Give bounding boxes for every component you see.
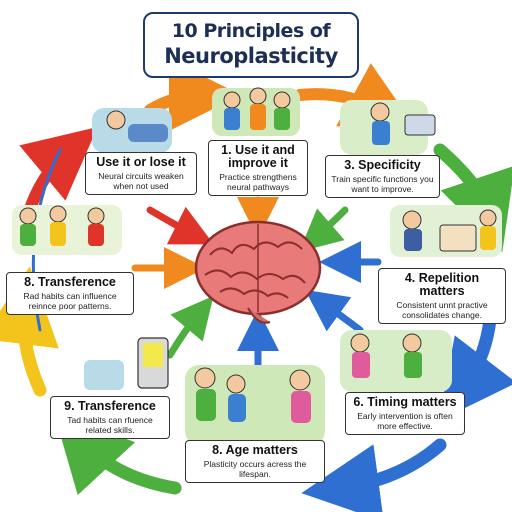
- principle-description: Practice strengthens neural pathways: [219, 172, 297, 192]
- arrow-in-5: [304, 289, 364, 334]
- title-line-1: 10 Principles of: [171, 20, 331, 42]
- principle-transference-9: 9. Transference Tad habits can rfuence r…: [50, 396, 170, 439]
- principle-age-matters: 8. Age matters Plasticity occurs acress …: [185, 440, 325, 483]
- principle-heading: 8. Transference: [24, 275, 116, 289]
- principle-heading: 6. Timing matters: [353, 395, 457, 409]
- principle-description: Train specific functions you want to imp…: [331, 174, 434, 194]
- diagram-title: 10 Principles of Neuroplasticity: [143, 12, 359, 78]
- principle-repetition-matters: 4. Repelition matters Consistent unnt pr…: [378, 268, 506, 324]
- brain-illustration: [194, 220, 322, 324]
- principle-description: Early intervention is often more effecti…: [357, 411, 453, 431]
- principle-timing-matters: 6. Timing matters Early intervention is …: [345, 392, 465, 435]
- arrow-top-left-orange: [144, 59, 241, 132]
- title-line-2: Neuroplasticity: [164, 44, 338, 68]
- principle-heading: 9. Transference: [64, 399, 156, 413]
- principle-use-it-or-lose-it: Use it or lose it Neural circuits weaken…: [85, 152, 197, 195]
- principle-heading: 4. Repelition matters: [404, 271, 480, 298]
- principle-specificity: 3. Specificity Train specific functions …: [325, 155, 440, 198]
- principle-description: Consistent unnt practive consolidates ch…: [396, 300, 488, 320]
- principle-description: Plasticity occurs acress the lifespan.: [203, 459, 307, 479]
- principle-transference-8: 8. Transference Rad habits can influence…: [6, 272, 134, 315]
- arrow-in-1: [146, 206, 214, 245]
- arrow-in-3: [299, 206, 349, 252]
- principle-use-it-and-improve-it: 1. Use it and improve it Practice streng…: [208, 140, 308, 196]
- principle-description: Rad habits can influence reinnce poor pa…: [23, 291, 117, 311]
- cycle-arrows: [0, 59, 512, 512]
- principle-heading: 3. Specificity: [344, 158, 421, 172]
- inward-arrows: [131, 196, 382, 404]
- principle-heading: Use it or lose it: [96, 155, 186, 169]
- principle-heading: 8. Age matters: [212, 443, 298, 457]
- principle-heading: 1. Use it and improve it: [221, 143, 295, 170]
- computer-illustration: [84, 337, 169, 390]
- exercise-illustration: [404, 114, 477, 252]
- arrow-right-blue: [438, 313, 512, 421]
- arrow-bottom-left-green: [53, 411, 182, 496]
- arrow-bottom-right-blue: [301, 438, 447, 512]
- arrow-in-7: [166, 295, 214, 359]
- principle-description: Tad habits can rfuence related skills.: [67, 415, 153, 435]
- principle-description: Neural circuits weaken when not used: [98, 171, 184, 191]
